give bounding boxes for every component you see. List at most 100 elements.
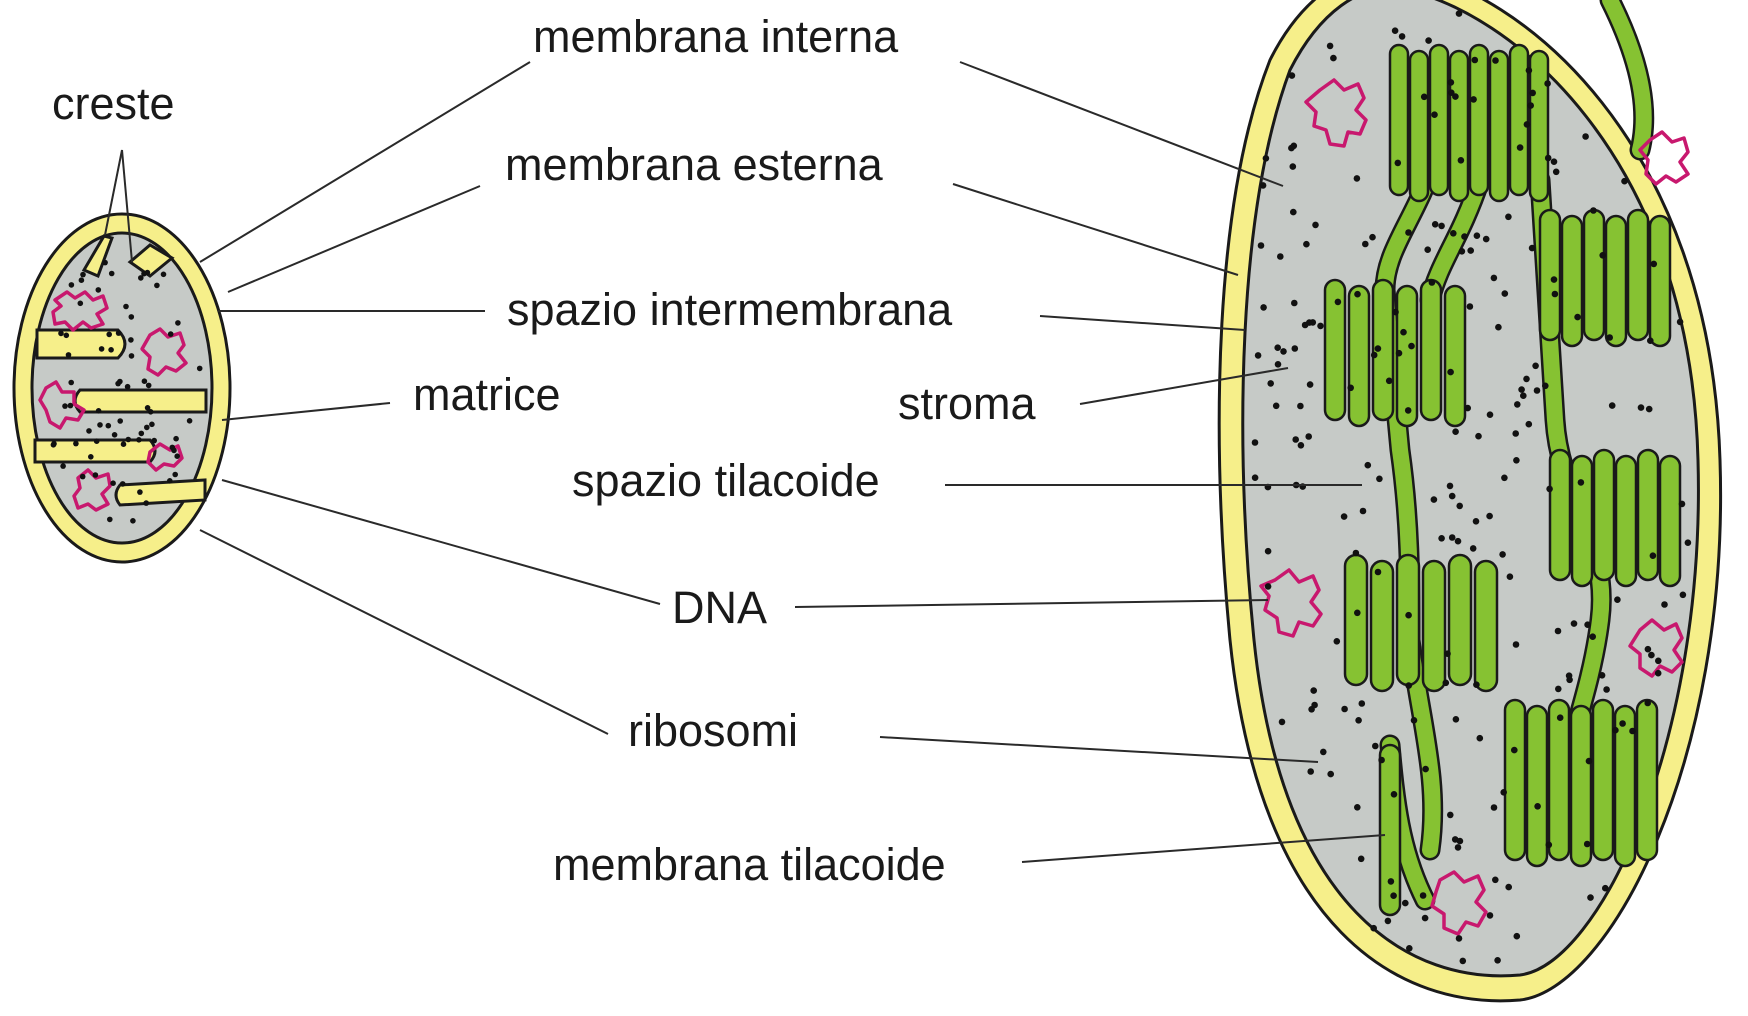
ribosome xyxy=(1422,766,1429,773)
ribosome xyxy=(1399,33,1406,40)
thylakoid xyxy=(1638,450,1658,580)
ribosome xyxy=(1477,735,1484,742)
ribosome xyxy=(1532,363,1539,370)
thylakoid xyxy=(1510,45,1528,195)
ribosome xyxy=(1524,121,1531,128)
label-membrana-tilacoide: membrana tilacoide xyxy=(553,839,946,890)
ribosome xyxy=(1467,303,1474,310)
ribosome xyxy=(1459,248,1466,255)
ribosome xyxy=(1449,534,1456,541)
ribosome xyxy=(1685,539,1692,546)
ribosome xyxy=(1431,496,1438,503)
ribosome xyxy=(1360,508,1367,515)
ribosome xyxy=(1542,383,1549,390)
ribosome xyxy=(1359,700,1366,707)
ribosome xyxy=(1355,717,1362,724)
ribosome xyxy=(1456,503,1463,510)
ribosome xyxy=(1655,670,1662,677)
ribosome xyxy=(1461,233,1468,240)
ribosome xyxy=(139,431,145,437)
thylakoid xyxy=(1527,706,1547,866)
ribosome xyxy=(151,438,157,444)
ribosome xyxy=(1606,334,1613,341)
ribosome xyxy=(1369,234,1376,241)
ribosome xyxy=(1529,245,1536,252)
ribosome xyxy=(1365,462,1372,469)
ribosome xyxy=(143,500,149,506)
ribosome xyxy=(138,275,144,281)
ribosome xyxy=(1507,573,1514,580)
ribosome xyxy=(1514,933,1521,940)
ribosome xyxy=(1529,90,1536,97)
ribosome xyxy=(1447,369,1454,376)
ribosome xyxy=(93,472,99,478)
thylakoid xyxy=(1628,210,1648,340)
ribosome xyxy=(62,403,68,409)
ribosome xyxy=(1335,299,1342,306)
ribosome xyxy=(1317,323,1324,330)
ribosome xyxy=(97,422,103,428)
ribosome xyxy=(116,330,122,336)
ribosome xyxy=(1280,348,1287,355)
ribosome xyxy=(1520,392,1527,399)
ribosome xyxy=(1376,476,1383,483)
ribosome xyxy=(1422,915,1429,922)
ribosome xyxy=(1375,345,1382,352)
ribosome xyxy=(1372,743,1379,750)
ribosome xyxy=(1252,439,1259,446)
ribosome xyxy=(1267,380,1274,387)
ribosome xyxy=(68,380,74,386)
ribosome xyxy=(1487,411,1494,418)
ribosome xyxy=(1473,518,1480,525)
ribosome xyxy=(1621,178,1628,185)
ribosome xyxy=(1552,291,1559,298)
ribosome xyxy=(1586,758,1593,765)
ribosome xyxy=(1421,94,1428,101)
thylakoid xyxy=(1371,561,1393,691)
ribosome xyxy=(1386,378,1393,385)
ribosome xyxy=(1486,513,1493,520)
ribosome xyxy=(175,320,181,326)
ribosome xyxy=(1292,436,1299,443)
ribosome xyxy=(1514,401,1521,408)
ribosome xyxy=(1298,442,1305,449)
ribosome xyxy=(1303,241,1310,248)
chloroplast xyxy=(1219,0,1720,1001)
ribosome xyxy=(1492,57,1499,64)
ribosome xyxy=(1311,702,1318,709)
ribosome xyxy=(1590,207,1597,214)
thylakoid xyxy=(1390,45,1408,195)
thylakoid xyxy=(1594,450,1614,580)
ribosome xyxy=(112,432,118,438)
ribosome xyxy=(1553,169,1560,176)
ribosome xyxy=(68,403,74,409)
ribosome xyxy=(1432,221,1439,228)
ribosome xyxy=(123,304,129,310)
ribosome xyxy=(115,381,121,387)
ribosome xyxy=(1341,513,1348,520)
ribosome xyxy=(1455,844,1462,851)
ribosome xyxy=(1644,700,1651,707)
ribosome xyxy=(1612,727,1619,734)
ribosome xyxy=(96,287,102,293)
ribosome xyxy=(1455,538,1462,545)
ribosome xyxy=(1274,344,1281,351)
ribosome xyxy=(1483,236,1490,243)
ribosome xyxy=(1402,900,1409,907)
ribosome xyxy=(1629,728,1636,735)
ribosome xyxy=(128,337,134,343)
ribosome xyxy=(1527,102,1534,109)
leader-dna-right xyxy=(795,600,1268,607)
ribosome xyxy=(1302,322,1309,329)
thylakoid xyxy=(1345,555,1367,685)
ribosome xyxy=(1544,80,1551,87)
label-membrana-esterna: membrana esterna xyxy=(505,139,884,190)
ribosome xyxy=(1475,433,1482,440)
ribosome xyxy=(1589,633,1596,640)
ribosome xyxy=(99,346,105,352)
ribosome xyxy=(1599,252,1606,259)
thylakoid xyxy=(1475,561,1497,691)
ribosome xyxy=(1578,479,1585,486)
ribosome xyxy=(102,260,108,266)
thylakoid xyxy=(1430,45,1448,195)
